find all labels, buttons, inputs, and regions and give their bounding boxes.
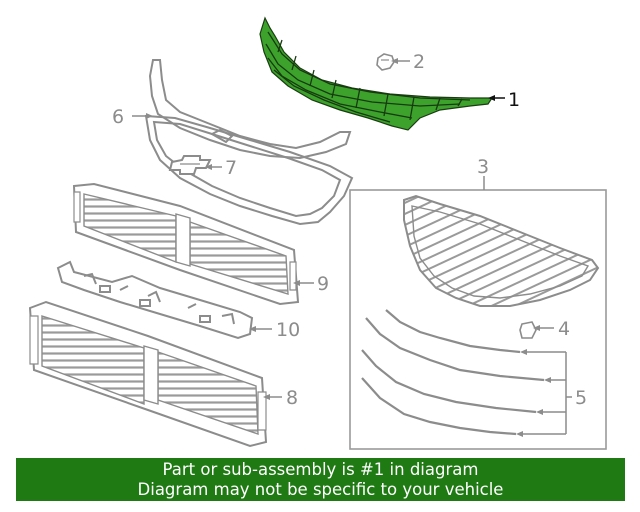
arrow-heads <box>146 58 551 437</box>
callout-2[interactable]: 2 <box>413 51 425 73</box>
clip-part-2[interactable] <box>376 53 395 71</box>
emblem-part-7[interactable] <box>168 155 212 175</box>
callout-6[interactable]: 6 <box>112 106 124 128</box>
banner-line-2: Diagram may not be specific to your vehi… <box>137 480 504 499</box>
callout-3[interactable]: 3 <box>477 156 489 178</box>
part-info-banner: Part or sub-assembly is #1 in diagram Di… <box>16 458 625 501</box>
callout-7[interactable]: 7 <box>225 157 237 179</box>
clip-part-4[interactable] <box>519 321 537 339</box>
callout-5[interactable]: 5 <box>575 387 587 409</box>
parts-diagram: 1 2 3 4 5 6 7 8 9 10 <box>28 16 607 450</box>
grille-assembly-part-3[interactable] <box>403 194 600 307</box>
callout-4[interactable]: 4 <box>558 318 570 340</box>
lower-shutter-part-8[interactable] <box>28 300 268 448</box>
shutter-part-9[interactable] <box>72 182 300 306</box>
upper-grille-part-1[interactable] <box>259 16 494 131</box>
bracket-part-10[interactable] <box>56 260 254 340</box>
callout-10[interactable]: 10 <box>276 319 300 341</box>
sub-assembly-box-part-3 <box>349 189 607 450</box>
callout-9[interactable]: 9 <box>317 273 329 295</box>
callout-8[interactable]: 8 <box>286 387 298 409</box>
moldings-part-5[interactable] <box>361 309 545 436</box>
callout-1[interactable]: 1 <box>508 89 520 111</box>
grille-frame-part-6[interactable] <box>144 59 354 226</box>
banner-line-1: Part or sub-assembly is #1 in diagram <box>162 460 479 479</box>
